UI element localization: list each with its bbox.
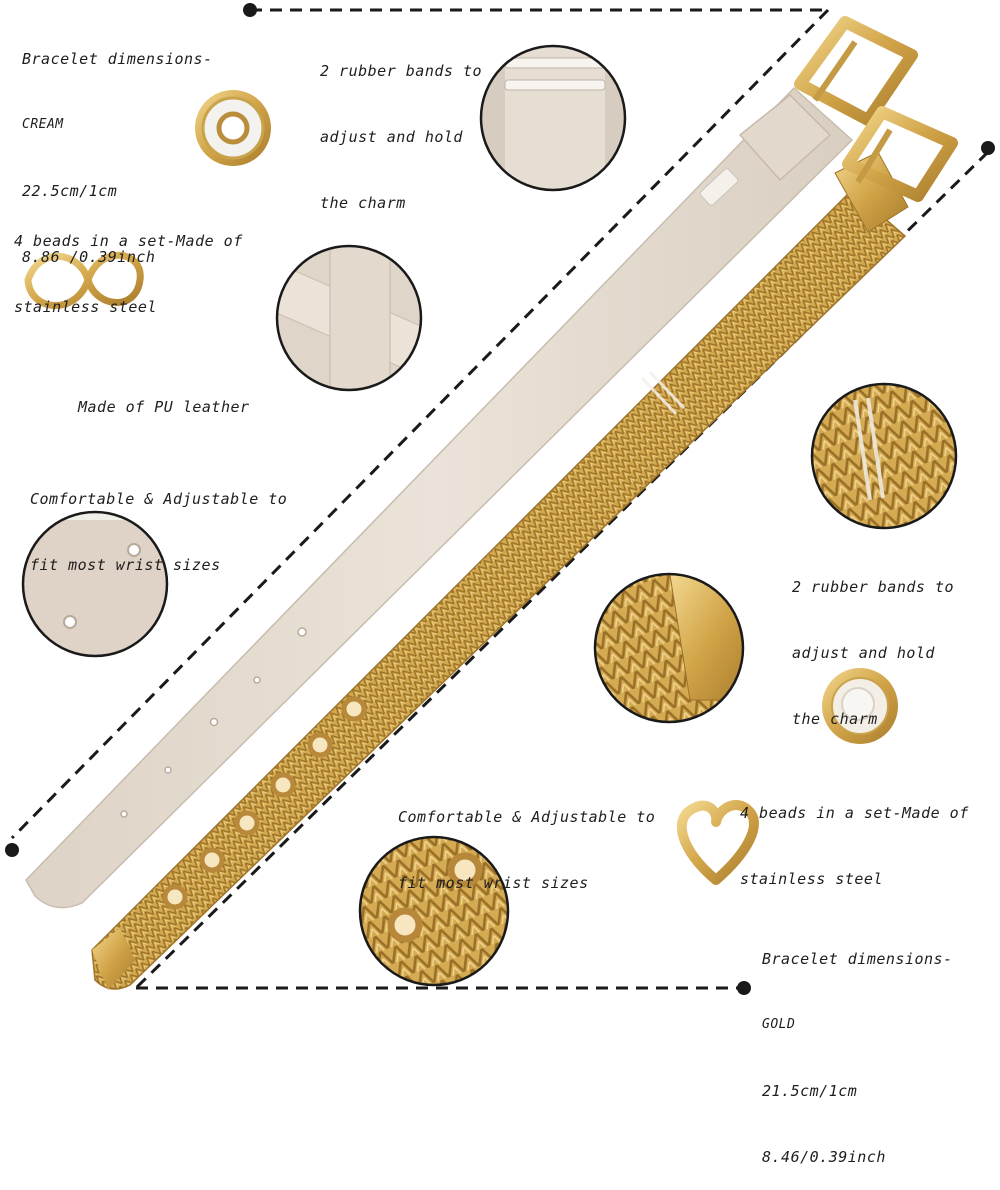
cream-dimensions-label: Bracelet dimensions- CREAM 22.5cm/1cm 8.…	[22, 4, 213, 290]
charm-rhinestone-ring	[195, 90, 271, 166]
beads-left-line-2: stainless steel	[14, 298, 157, 316]
dashed-line-endpoints	[5, 3, 995, 995]
beads-left-line-1: 4 beads in a set-Made of	[14, 232, 243, 250]
cream-dimensions-line-1: Bracelet dimensions-	[22, 50, 213, 68]
detail-circle-pu-leather	[275, 244, 423, 392]
beads-right-line-2: stainless steel	[740, 870, 883, 888]
detail-circle-rubber-bands-top	[479, 44, 627, 192]
cream-strap-holes	[120, 627, 307, 818]
rubber-bands-right-line-1: 2 rubber bands to	[792, 578, 955, 596]
gold-bracelet-buckle	[842, 106, 958, 202]
gold-dimensions-line-3: 21.5cm/1cm	[762, 1082, 858, 1100]
beads-right-label: 4 beads in a set-Made of stainless steel	[740, 758, 969, 912]
comfortable-bottom-label: Comfortable & Adjustable to fit most wri…	[398, 762, 655, 916]
cream-dimensions-line-3: 22.5cm/1cm	[22, 182, 118, 200]
gold-dimensions-line-4: 8.46/0.39inch	[762, 1148, 886, 1166]
comfortable-left-line-2: fit most wrist sizes	[30, 556, 221, 574]
gold-mesh-bracelet	[91, 151, 909, 990]
rubber-bands-top-label: 2 rubber bands to adjust and hold the ch…	[320, 16, 482, 236]
rubber-bands-top-line-3: the charm	[320, 194, 406, 212]
gold-dimensions-label: Bracelet dimensions- GOLD 21.5cm/1cm 8.4…	[762, 904, 953, 1190]
cream-dimensions-line-4: 8.86 /0.39inch	[22, 248, 156, 266]
cream-dimensions-line-2: CREAM	[22, 117, 64, 132]
pu-leather-line-1: Made of PU leather	[78, 398, 250, 416]
rubber-bands-top-line-2: adjust and hold	[320, 128, 463, 146]
rubber-band	[640, 370, 686, 416]
charm-heart	[676, 800, 759, 885]
detail-circle-gold-eyelets	[358, 835, 510, 987]
rubber-bands-right-label: 2 rubber bands to adjust and hold the ch…	[792, 532, 954, 752]
charm-pearl-flower	[822, 668, 898, 744]
comfortable-left-label: Comfortable & Adjustable to fit most wri…	[30, 444, 287, 598]
gold-dimensions-line-1: Bracelet dimensions-	[762, 950, 953, 968]
charm-infinity	[24, 251, 144, 309]
gold-strap-eyelets	[162, 696, 367, 910]
pu-leather-label: Made of PU leather	[78, 352, 250, 440]
cream-bracelet-buckle	[794, 16, 918, 126]
detail-circle-gold-endcap	[593, 572, 745, 724]
comfortable-bottom-line-1: Comfortable & Adjustable to	[398, 808, 656, 826]
detail-circle-rubber-bands-mesh	[810, 382, 958, 530]
rubber-bands-right-line-3: the charm	[792, 710, 878, 728]
comfortable-bottom-line-2: fit most wrist sizes	[398, 874, 589, 892]
cream-leather-bracelet	[25, 86, 854, 909]
beads-left-label: 4 beads in a set-Made of stainless steel	[14, 186, 243, 340]
rubber-bands-right-line-2: adjust and hold	[792, 644, 935, 662]
rubber-bands-top-line-1: 2 rubber bands to	[320, 62, 483, 80]
detail-circle-leather-holes	[21, 510, 169, 658]
product-illustration	[5, 3, 995, 995]
beads-right-line-1: 4 beads in a set-Made of	[740, 804, 969, 822]
comfortable-left-line-1: Comfortable & Adjustable to	[30, 490, 288, 508]
gold-dimensions-line-2: GOLD	[762, 1017, 796, 1032]
